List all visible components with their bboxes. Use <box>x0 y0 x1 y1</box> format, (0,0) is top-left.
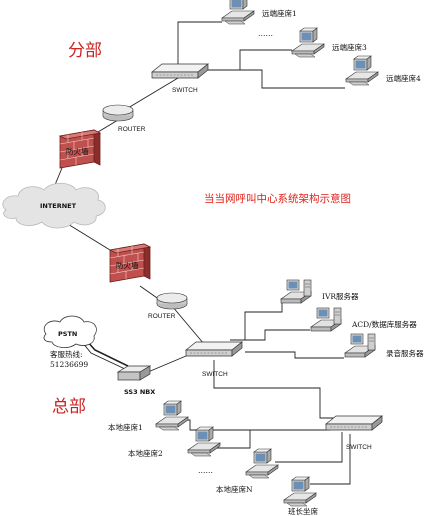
hq-router-icon <box>156 292 188 310</box>
remote-seat-1-label: 远端座席1 <box>262 8 297 18</box>
branch-router-icon <box>102 104 134 122</box>
supervisor-seat-icon <box>283 476 317 507</box>
recording-server-label: 录音服务器 <box>386 348 424 358</box>
local-seat-n-label: 本地座席N <box>216 484 253 494</box>
branch-router-label: ROUTER <box>118 126 146 133</box>
remote-seat-3-label: 远端座席3 <box>332 42 367 52</box>
connection-lines <box>51 21 351 485</box>
remote-seat-4-icon <box>345 55 379 86</box>
local-seat-2-icon <box>187 426 221 457</box>
pbx-icon <box>116 365 152 381</box>
hq-firewall-label: 防火墙 <box>116 260 139 270</box>
local-seat-1-label: 本地座席1 <box>108 422 143 432</box>
hq-switch2-icon <box>325 415 383 431</box>
remote-seat-ellipsis: …… <box>258 29 273 38</box>
hq-switch2-label: SWITCH <box>346 444 372 451</box>
hq-router-label: ROUTER <box>148 313 176 320</box>
diagram-title: 当当网呼叫中心系统架构示意图 <box>204 192 351 205</box>
pstn-cloud-icon <box>43 315 97 348</box>
branch-title: 分部 <box>68 41 102 61</box>
supervisor-seat-label: 班长坐席 <box>288 506 318 516</box>
hq-site: 防火墙 ROUTER PSTN 客服热线: 51236699 SS3 NBX S… <box>43 243 424 516</box>
ivr-server-label: IVR服务器 <box>322 291 359 301</box>
local-seat-ellipsis: …… <box>198 466 213 475</box>
local-seat-1-icon <box>155 400 189 431</box>
internet-cloud: INTERNET <box>2 182 106 229</box>
hotline-label: 客服热线: <box>50 349 83 359</box>
recording-server-icon <box>344 333 376 358</box>
remote-seat-3-icon <box>291 27 325 58</box>
branch-site: 远端座席1 远端座席3 远端座席4 …… SWITCH ROUTER 防火墙 分… <box>59 0 421 169</box>
hq-title: 总部 <box>52 397 86 417</box>
hq-switch-icon <box>185 341 243 357</box>
internet-label: INTERNET <box>40 202 77 210</box>
branch-switch-label: SWITCH <box>172 87 198 94</box>
ivr-server-icon <box>280 279 312 304</box>
local-seat-n-icon <box>245 448 279 479</box>
remote-seat-4-label: 远端座席4 <box>386 73 421 83</box>
acd-server-icon <box>310 307 342 332</box>
pbx-label: SS3 NBX <box>124 388 155 396</box>
remote-seat-1-icon <box>221 0 255 25</box>
acd-server-label: ACD/数据库服务器 <box>351 319 417 329</box>
pstn-label: PSTN <box>58 330 77 338</box>
branch-firewall-label: 防火墙 <box>66 146 89 156</box>
hq-switch-label: SWITCH <box>202 371 228 378</box>
branch-switch-icon <box>151 63 209 79</box>
local-seat-2-label: 本地座席2 <box>128 448 163 458</box>
hotline-number: 51236699 <box>50 360 88 369</box>
